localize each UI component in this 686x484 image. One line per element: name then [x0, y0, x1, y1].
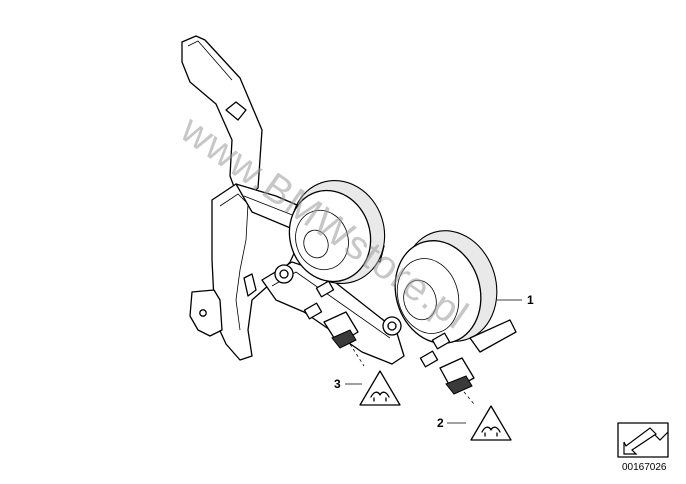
- horn-rear: [274, 179, 386, 285]
- arrow-icon[interactable]: [617, 422, 669, 458]
- connector-front: [419, 332, 475, 405]
- warning-triangle-icon: [470, 405, 512, 441]
- callout-number-2: 2: [437, 416, 444, 430]
- horn-front: [382, 230, 517, 353]
- callout-number-3: 3: [334, 377, 341, 391]
- diagram-part-number: 00167026: [622, 462, 667, 473]
- warning-triangle-icon: [359, 370, 401, 406]
- callout-number-1: 1: [527, 293, 534, 307]
- connector-rear: [303, 280, 365, 367]
